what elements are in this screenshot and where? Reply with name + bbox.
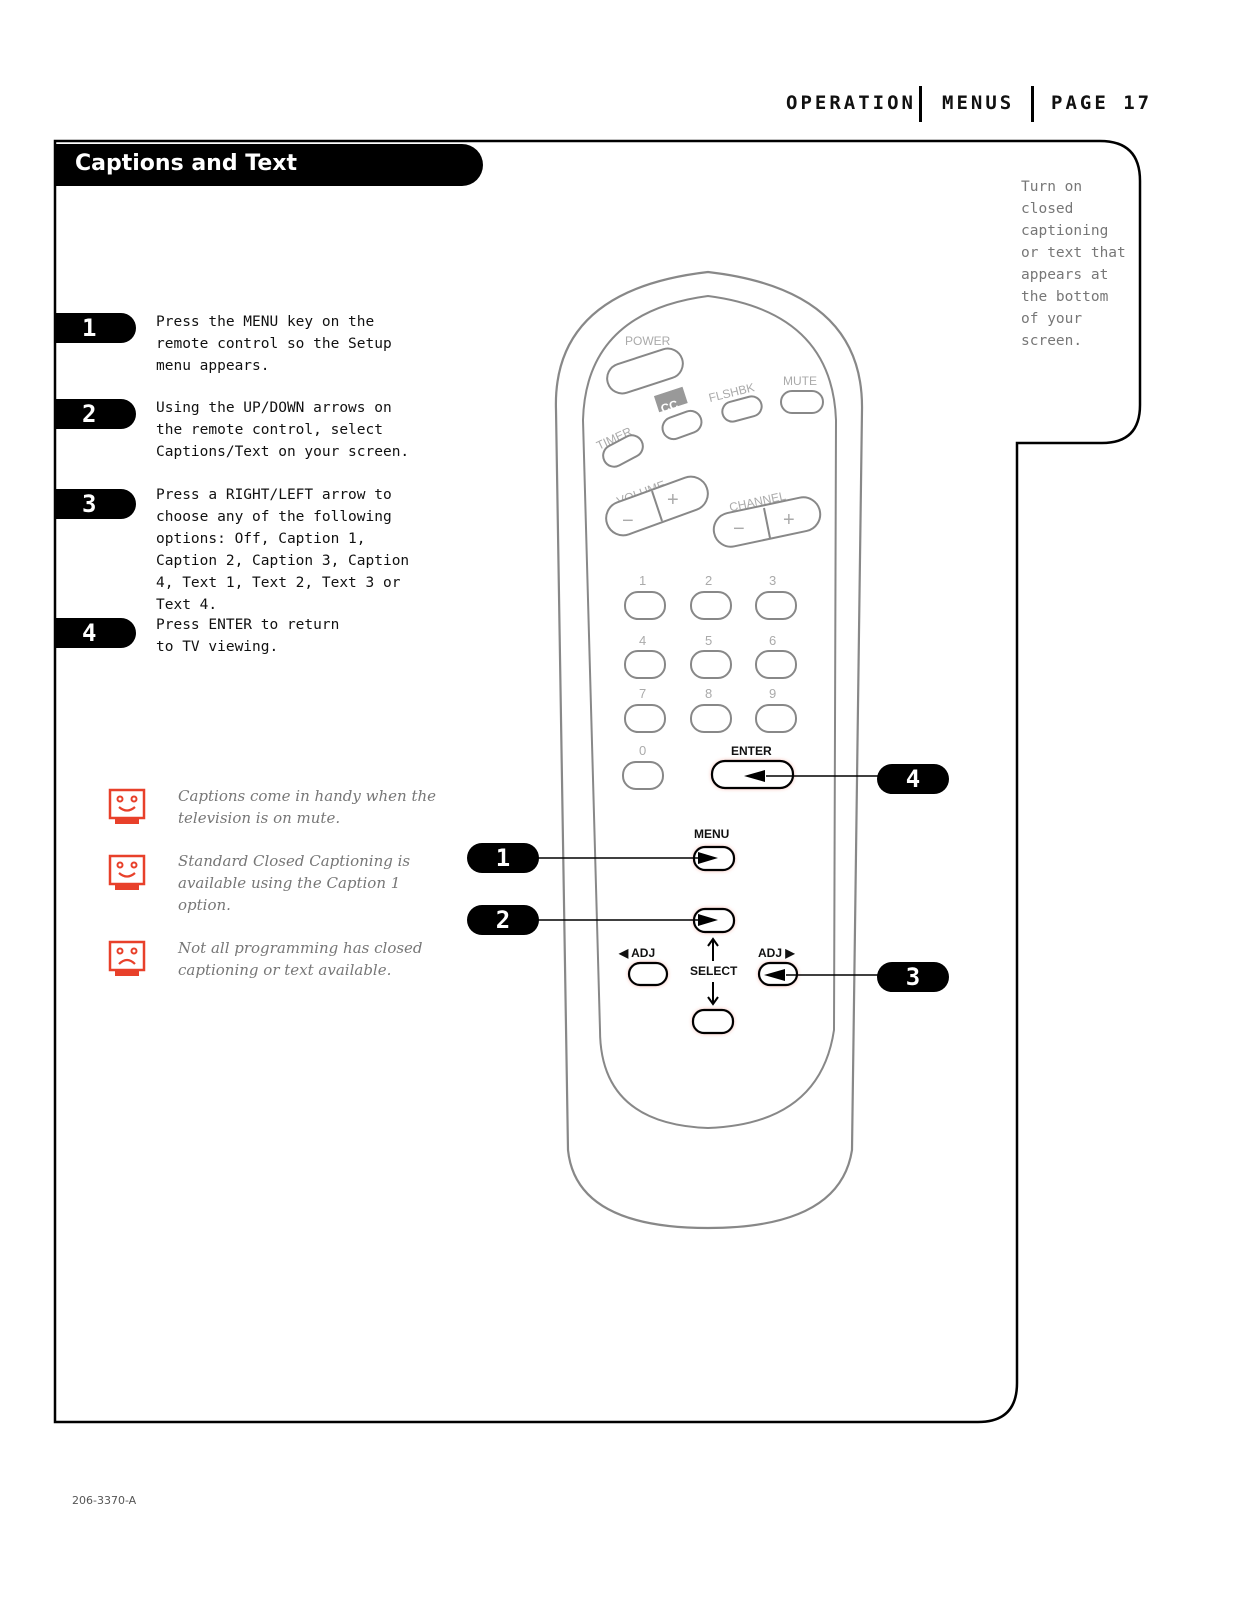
remote-inner-panel xyxy=(581,294,838,1130)
down-arrow-head xyxy=(707,996,719,1006)
channel-minus: − xyxy=(733,518,745,540)
volume-minus: − xyxy=(622,510,634,532)
digit-button-2[interactable] xyxy=(690,591,732,620)
step-text-4: Press ENTER to return to TV viewing. xyxy=(156,617,340,655)
digit-label-8: 8 xyxy=(705,686,712,701)
step-badge-2: 2 xyxy=(55,399,136,429)
digit-button-3[interactable] xyxy=(755,591,797,620)
cc-badge xyxy=(653,386,688,413)
happy-face-icon xyxy=(108,854,146,890)
remote-body xyxy=(554,270,864,1230)
power-button[interactable] xyxy=(603,345,686,398)
header-divider xyxy=(919,86,922,122)
callout-badge-1: 1 xyxy=(467,843,539,873)
mute-button[interactable] xyxy=(780,390,824,414)
up-arrow-head xyxy=(707,937,719,947)
sad-face-icon xyxy=(108,940,146,976)
mute-label: MUTE xyxy=(783,374,817,388)
enter-label: ENTER xyxy=(731,744,772,758)
digit-button-4[interactable] xyxy=(624,650,666,679)
callout-arrow-4 xyxy=(744,770,765,782)
callout-arrow-2 xyxy=(698,914,718,926)
adj-left-button[interactable] xyxy=(627,961,669,987)
adj-right-label: ADJ ▶ xyxy=(758,946,795,960)
step-badge-4: 4 xyxy=(55,618,136,648)
step-text-2: Using the UP/DOWN arrows on the remote c… xyxy=(156,400,410,460)
digit-button-7[interactable] xyxy=(624,704,666,733)
flshbk-button[interactable] xyxy=(720,394,764,424)
digit-label-2: 2 xyxy=(705,573,712,588)
tip-text-3: Not all programming has closed captionin… xyxy=(178,939,423,979)
menu-label: MENU xyxy=(694,827,729,841)
callout-badge-2: 2 xyxy=(467,905,539,935)
cc-label: CC xyxy=(659,397,680,416)
tip-text-1: Captions come in handy when the televisi… xyxy=(178,787,437,827)
header-divider xyxy=(1031,86,1034,122)
step-badge-3: 3 xyxy=(55,489,136,519)
select-down-button[interactable] xyxy=(691,1008,735,1035)
section-title-bar: Captions and Text xyxy=(55,144,483,186)
header-section: OPERATION xyxy=(786,92,916,114)
timer-button[interactable] xyxy=(599,431,646,470)
volume-divider xyxy=(651,490,663,522)
digit-label-7: 7 xyxy=(639,686,646,701)
digit-button-5[interactable] xyxy=(690,650,732,679)
digit-label-5: 5 xyxy=(705,633,712,648)
digit-button-6[interactable] xyxy=(755,650,797,679)
side-note: Turn on closed captioning or text that a… xyxy=(1021,179,1126,349)
step-text-3: Press a RIGHT/LEFT arrow to choose any o… xyxy=(156,487,410,613)
callout-badge-3: 3 xyxy=(877,962,949,992)
volume-plus: + xyxy=(667,489,679,511)
callout-arrow-1 xyxy=(698,852,718,864)
step-badge-1: 1 xyxy=(55,313,136,343)
channel-divider xyxy=(763,507,771,539)
digit-label-1: 1 xyxy=(639,573,646,588)
digit-label-0: 0 xyxy=(639,743,646,758)
step-text-1: Press the MENU key on the remote control… xyxy=(156,314,392,374)
digit-button-0[interactable] xyxy=(622,761,664,790)
document-code: 206-3370-A xyxy=(72,1494,137,1507)
digit-button-8[interactable] xyxy=(690,704,732,733)
digit-label-4: 4 xyxy=(639,633,646,648)
header-page: PAGE 17 xyxy=(1051,92,1153,114)
adj-left-label: ◀ ADJ xyxy=(618,946,655,960)
digit-button-9[interactable] xyxy=(755,704,797,733)
power-label: POWER xyxy=(625,334,671,348)
digit-label-3: 3 xyxy=(769,573,776,588)
digit-button-1[interactable] xyxy=(624,591,666,620)
channel-plus: + xyxy=(783,509,795,531)
callout-arrow-3 xyxy=(764,969,785,981)
page-title: Captions and Text xyxy=(75,151,297,176)
select-label: SELECT xyxy=(690,964,738,978)
cc-button[interactable] xyxy=(659,408,704,442)
callout-badge-4: 4 xyxy=(877,764,949,794)
tip-text-2: Standard Closed Captioning is available … xyxy=(178,852,411,914)
digit-label-9: 9 xyxy=(769,686,776,701)
header-subsection: MENUS xyxy=(942,92,1015,114)
happy-face-icon xyxy=(108,788,146,824)
digit-label-6: 6 xyxy=(769,633,776,648)
